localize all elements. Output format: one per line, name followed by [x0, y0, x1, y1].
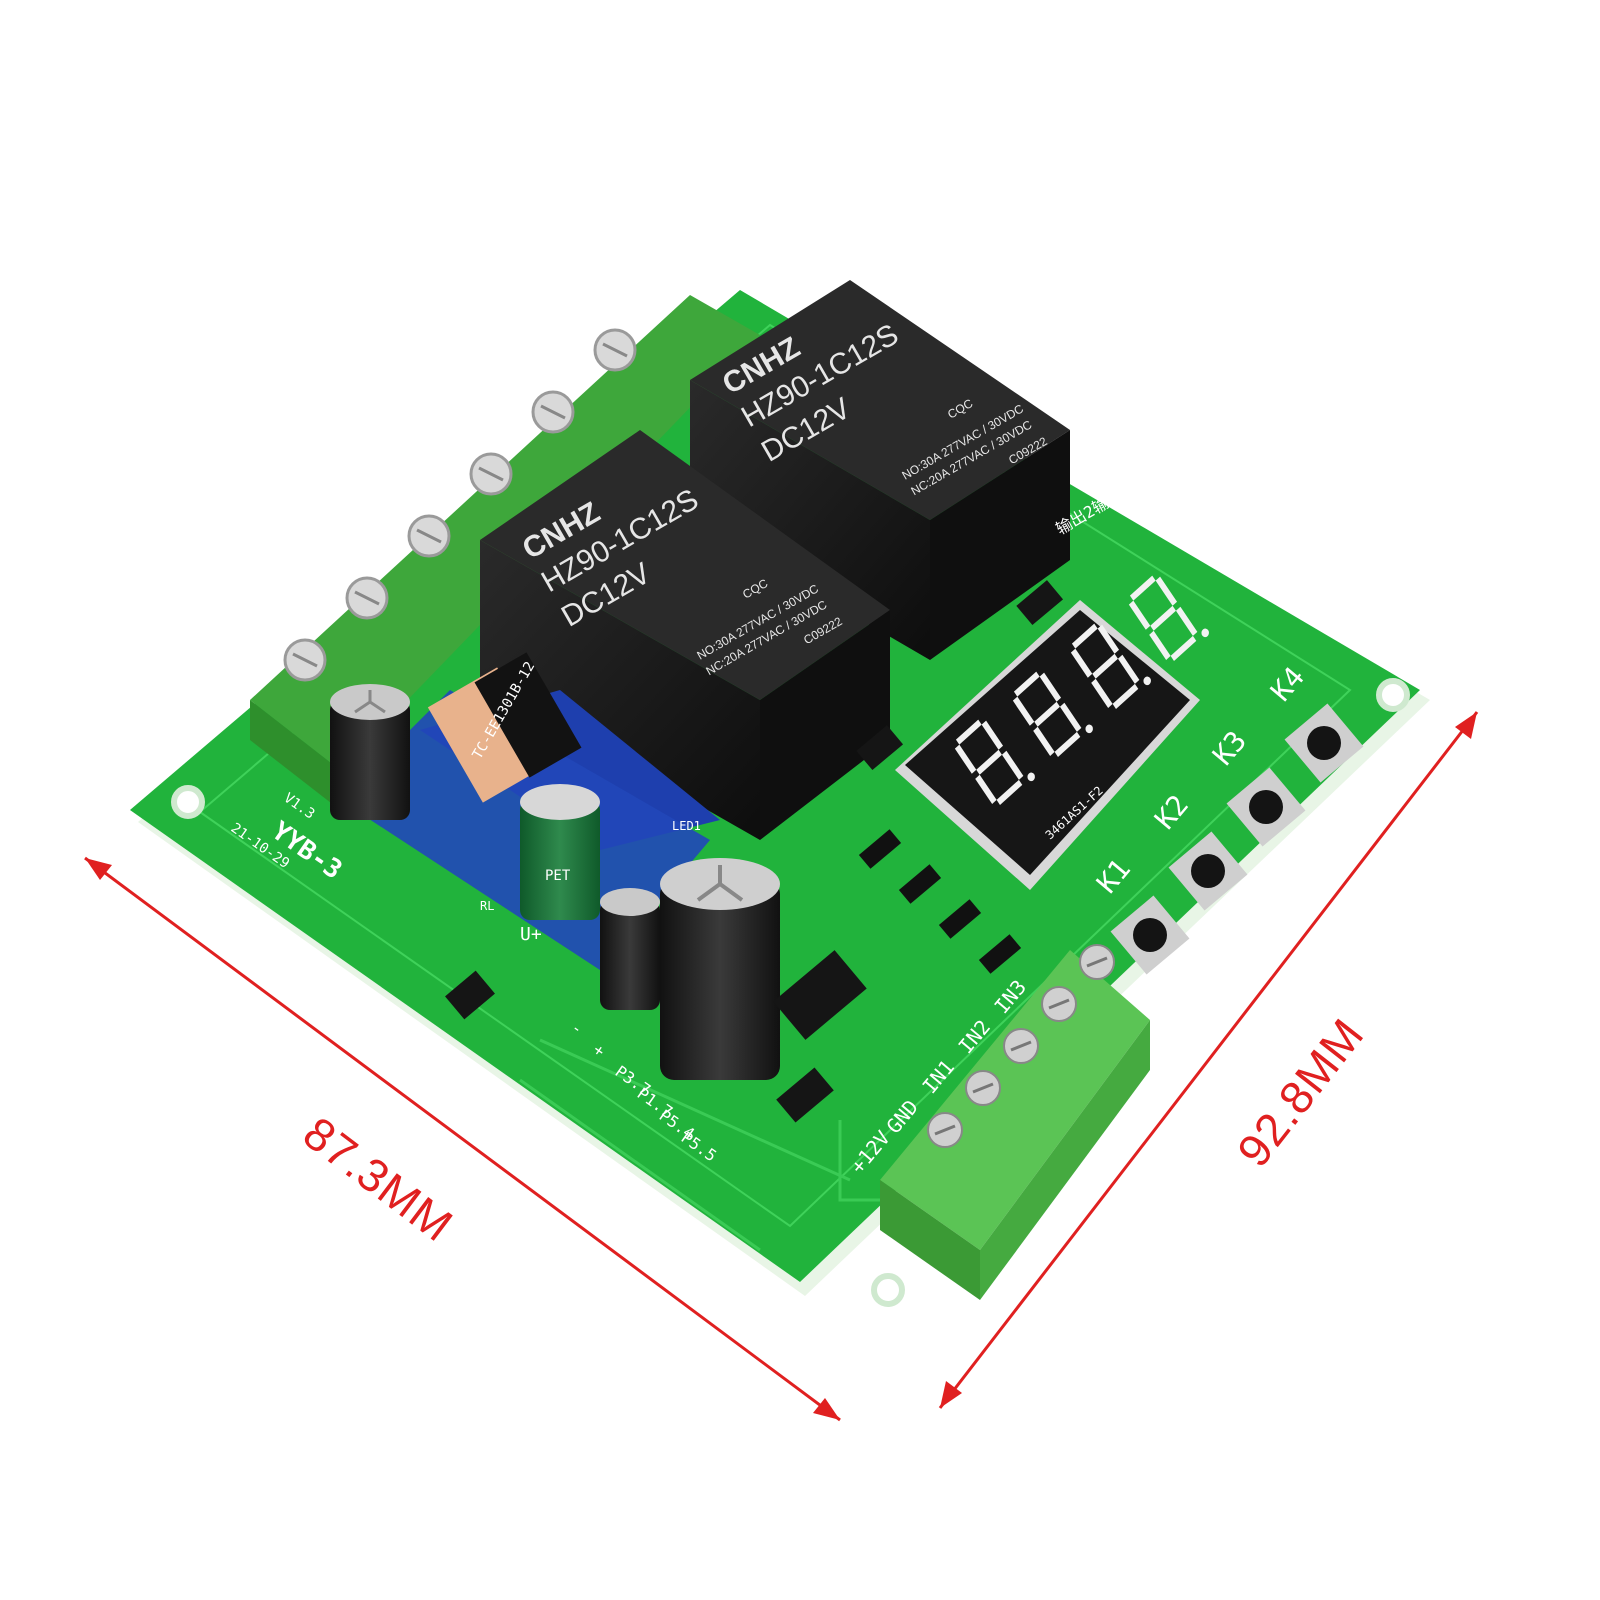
decimal-point — [1085, 724, 1093, 734]
segment — [1039, 672, 1062, 702]
segment — [1097, 624, 1120, 654]
button-k4[interactable] — [1307, 726, 1341, 760]
segment — [996, 779, 1023, 805]
segment — [954, 744, 977, 774]
segment — [1013, 671, 1040, 697]
screw-slot — [354, 590, 380, 606]
decimal-point — [1027, 772, 1035, 782]
screw-slot — [416, 528, 442, 544]
segment — [1033, 726, 1055, 756]
segment — [975, 774, 997, 804]
capacitor-small-mid — [600, 888, 660, 1010]
segment — [1128, 600, 1151, 630]
segment — [1155, 576, 1178, 606]
input-terminal-block — [880, 944, 1150, 1300]
segment — [1129, 575, 1156, 601]
width-label: 87.3MM — [294, 1106, 463, 1251]
segment — [1149, 630, 1171, 660]
segment — [1117, 654, 1140, 684]
display-digit — [954, 719, 1035, 805]
segment — [1070, 648, 1093, 678]
module-led: LED1 — [672, 819, 701, 833]
segment — [1001, 750, 1024, 780]
segment — [1092, 653, 1118, 679]
button-k2[interactable] — [1191, 854, 1225, 888]
mount-hole — [871, 1273, 905, 1307]
segment — [1170, 635, 1197, 661]
screw-slot — [1048, 998, 1070, 1010]
silk-rect — [0, 0, 1, 1]
segment — [1071, 623, 1098, 649]
screw-slot — [1010, 1040, 1032, 1052]
module-rl: RL — [480, 899, 494, 913]
screw-slot — [478, 466, 504, 482]
segment — [1054, 731, 1081, 757]
screw-slot — [602, 342, 628, 358]
segment — [1012, 696, 1035, 726]
screw-slot — [292, 652, 318, 668]
capacitor-large — [660, 858, 780, 1080]
segment — [1175, 606, 1198, 636]
screw-slot — [540, 404, 566, 420]
height-label: 92.8MM — [1227, 1008, 1374, 1176]
display-digit — [1012, 671, 1093, 757]
button-k3[interactable] — [1249, 790, 1283, 824]
screw-slot — [1086, 956, 1108, 968]
seven-segment-display: 3461AS1-F2 — [895, 575, 1209, 890]
segment — [1034, 701, 1060, 727]
segment — [1091, 678, 1113, 708]
transformer-core — [474, 652, 582, 778]
screw-slot — [972, 1082, 994, 1094]
display-digit — [1070, 623, 1151, 709]
segment — [955, 719, 982, 745]
capacitor-green: PET — [520, 784, 600, 920]
screw-slot — [934, 1124, 956, 1136]
segment — [1112, 683, 1139, 709]
relay-1: CNHZ HZ90-1C12S DC12V CQC NO:30A 277VAC … — [480, 430, 890, 840]
mount-hole — [171, 785, 205, 819]
display-digit — [1128, 575, 1209, 661]
decimal-point — [1143, 676, 1151, 686]
segment — [1059, 702, 1082, 732]
decimal-point — [1201, 628, 1209, 638]
segment — [976, 749, 1002, 775]
segment — [1150, 605, 1176, 631]
ic-chips — [445, 580, 1064, 1123]
module-vplus: U+ — [520, 924, 542, 945]
capacitor-small-left — [330, 684, 410, 820]
segment — [981, 720, 1004, 750]
mount-hole — [1376, 678, 1410, 712]
button-k1[interactable] — [1133, 918, 1167, 952]
transformer — [427, 667, 553, 803]
capacitor-brand: PET — [545, 868, 571, 884]
